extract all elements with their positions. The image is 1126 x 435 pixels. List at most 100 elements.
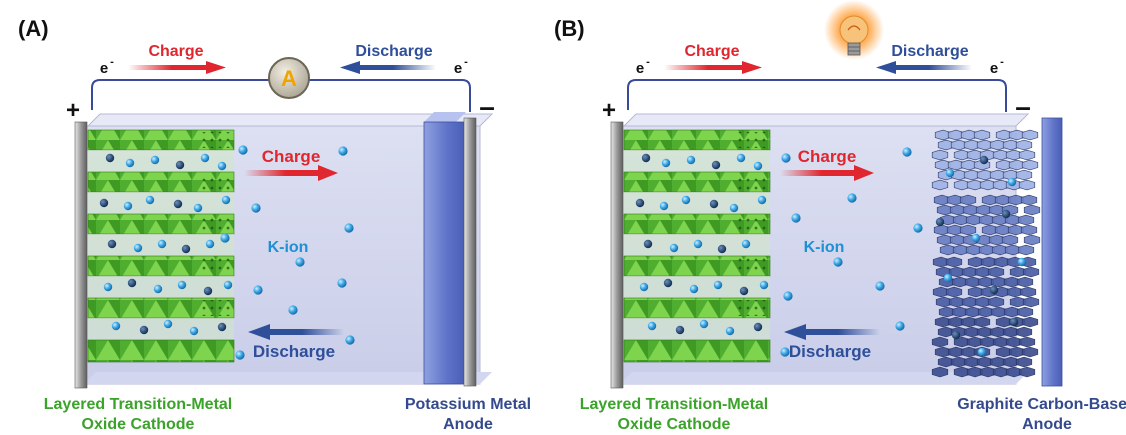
k-ion-label: K-ion [804,239,845,256]
inner-discharge-arrow-head [784,324,806,340]
potassium-ion [943,273,953,283]
graphite-hexagon [931,179,949,191]
graphite-hexagon [1021,316,1039,328]
cathode-interlayer [88,318,234,340]
potassium-ion [150,155,160,165]
potassium-ion [661,158,671,168]
potassium-ion [125,158,135,168]
inner-charge-label: Charge [798,147,857,166]
graphite-hexagon [1023,204,1041,216]
potassium-ion [238,145,248,155]
potassium-ion [647,321,657,331]
terminal-plus: + [602,97,616,124]
electron-label-right: e [990,60,998,77]
anode-current-collector [1041,117,1063,387]
light-bulb-icon [824,0,884,60]
graphite-hexagon [973,316,991,328]
inner-charge-label: Charge [262,147,321,166]
potassium-ion [1001,209,1011,219]
cathode-layer-texture [736,258,768,274]
potassium-ion [123,201,133,211]
graphite-hexagon [1015,169,1033,181]
electron-superscript-left: - [110,56,114,68]
potassium-ion [344,223,354,233]
graphite-hexagon [1022,266,1040,278]
bulb-base [847,42,861,56]
graphite-hexagon [1016,306,1034,318]
potassium-ion [753,161,763,171]
cathode-label-line2: Oxide Cathode [618,416,731,433]
potassium-ion [111,321,121,331]
wire-discharge-arrow-shaft [358,65,436,70]
potassium-metal-anode [423,121,465,385]
graphite-hexagon [931,366,949,378]
potassium-ion [220,233,230,243]
graphite-hexagon [1017,244,1035,256]
cathode-layer-texture [200,258,232,274]
electron-label-left: e [100,60,108,77]
potassium-ion [783,291,793,301]
potassium-ion [133,243,143,253]
graphite-hexagon [1017,214,1035,226]
potassium-ion [681,195,691,205]
cathode-interlayer [624,150,770,172]
graphite-hexagon [987,266,1005,278]
potassium-ion [945,168,955,178]
potassium-ion [741,239,751,249]
potassium-ion [709,199,719,209]
graphite-hexagon [1015,326,1033,338]
ammeter-icon: A [268,57,310,99]
graphite-hexagon [1021,129,1039,141]
inner-charge-arrow-shaft [780,170,856,176]
cathode-layer-texture [200,300,232,316]
potassium-ion [659,201,669,211]
potassium-ion [203,286,213,296]
potassium-ion [217,161,227,171]
wire-charge-arrow-shaft [128,65,208,70]
potassium-ion [895,321,905,331]
potassium-ion [295,257,305,267]
potassium-ion [689,284,699,294]
potassium-ion [693,239,703,249]
inner-charge-arrow-head [318,165,338,181]
cathode-layer-texture [200,132,232,148]
graphite-hexagon [1021,159,1039,171]
potassium-ion [189,326,199,336]
cathode-oxide-layer [87,339,235,363]
cathode-layer-texture [736,300,768,316]
potassium-ion [175,160,185,170]
electron-label-right: e [454,60,462,77]
potassium-ion [235,350,245,360]
cathode-layer-texture [200,174,232,190]
electron-superscript-right: - [1000,56,1004,68]
potassium-ion [288,305,298,315]
graphite-hexagon [1018,336,1036,348]
potassium-ion [153,284,163,294]
potassium-ion [177,280,187,290]
potassium-ion [663,278,673,288]
potassium-ion [717,244,727,254]
graphite-hexagon [945,256,963,268]
cathode-label-line1: Layered Transition-Metal [580,396,769,413]
potassium-ion [99,198,109,208]
panel-label: (A) [18,16,49,41]
panel-label: (B) [554,16,585,41]
inner-discharge-label: Discharge [789,342,871,361]
wire-discharge-label: Discharge [891,43,968,60]
cathode-layer-texture [200,216,232,232]
cathode-label-line2: Oxide Cathode [82,416,195,433]
graphite-hexagon [1016,276,1034,288]
wire-charge-label: Charge [684,43,739,60]
potassium-ion [739,286,749,296]
potassium-ion [251,203,261,213]
graphite-hexagon [1018,149,1036,161]
potassium-ion [205,239,215,249]
potassium-ion [736,153,746,163]
potassium-ion [913,223,923,233]
potassium-ion [699,319,709,329]
potassium-ion [139,325,149,335]
potassium-ion [753,322,763,332]
wire-discharge-arrow-head [876,61,896,74]
graphite-hexagon [959,194,977,206]
